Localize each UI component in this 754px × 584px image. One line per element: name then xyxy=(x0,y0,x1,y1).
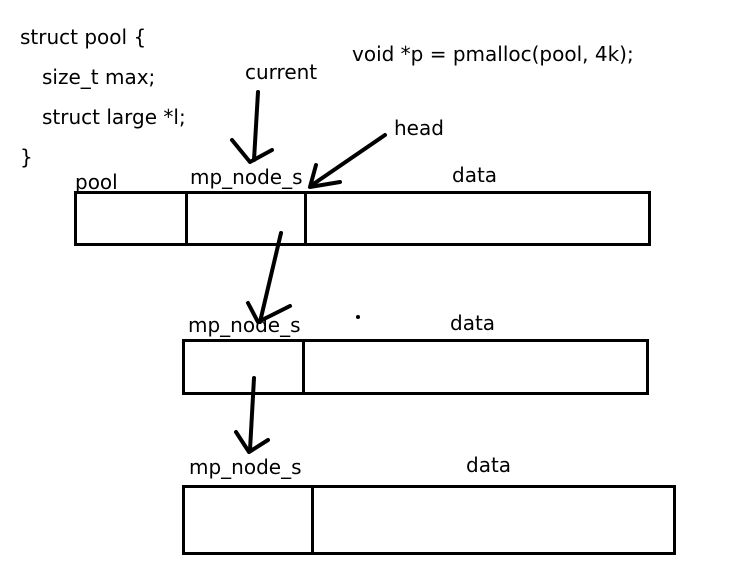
block-2-data-label: data xyxy=(450,311,496,335)
node-data-divider xyxy=(302,342,305,392)
node-data-divider xyxy=(304,194,307,243)
pool-label: pool xyxy=(75,170,118,194)
memory-block-3 xyxy=(182,485,676,555)
code-line-struct-pool: struct pool { xyxy=(20,25,147,49)
stray-dot xyxy=(356,315,360,319)
next-arrow-1 xyxy=(246,231,292,324)
memory-block-2 xyxy=(182,339,649,395)
node-data-divider xyxy=(311,488,314,552)
memory-block-1 xyxy=(74,191,651,246)
code-line-close-brace: } xyxy=(20,145,33,169)
block-3-node-label: mp_node_s xyxy=(189,455,302,479)
pmalloc-call-text: void *p = pmalloc(pool, 4k); xyxy=(352,42,634,66)
head-label: head xyxy=(394,116,444,140)
pool-node-divider xyxy=(185,194,188,243)
block-1-node-label: mp_node_s xyxy=(190,165,303,189)
code-line-size-t-max: size_t max; xyxy=(42,65,156,89)
head-arrow xyxy=(308,133,387,189)
current-label: current xyxy=(245,60,318,84)
block-2-node-label: mp_node_s xyxy=(188,313,301,337)
block-1-data-label: data xyxy=(452,163,498,187)
code-line-struct-large: struct large *l; xyxy=(42,105,186,129)
block-3-data-label: data xyxy=(466,453,512,477)
current-arrow xyxy=(230,90,274,164)
